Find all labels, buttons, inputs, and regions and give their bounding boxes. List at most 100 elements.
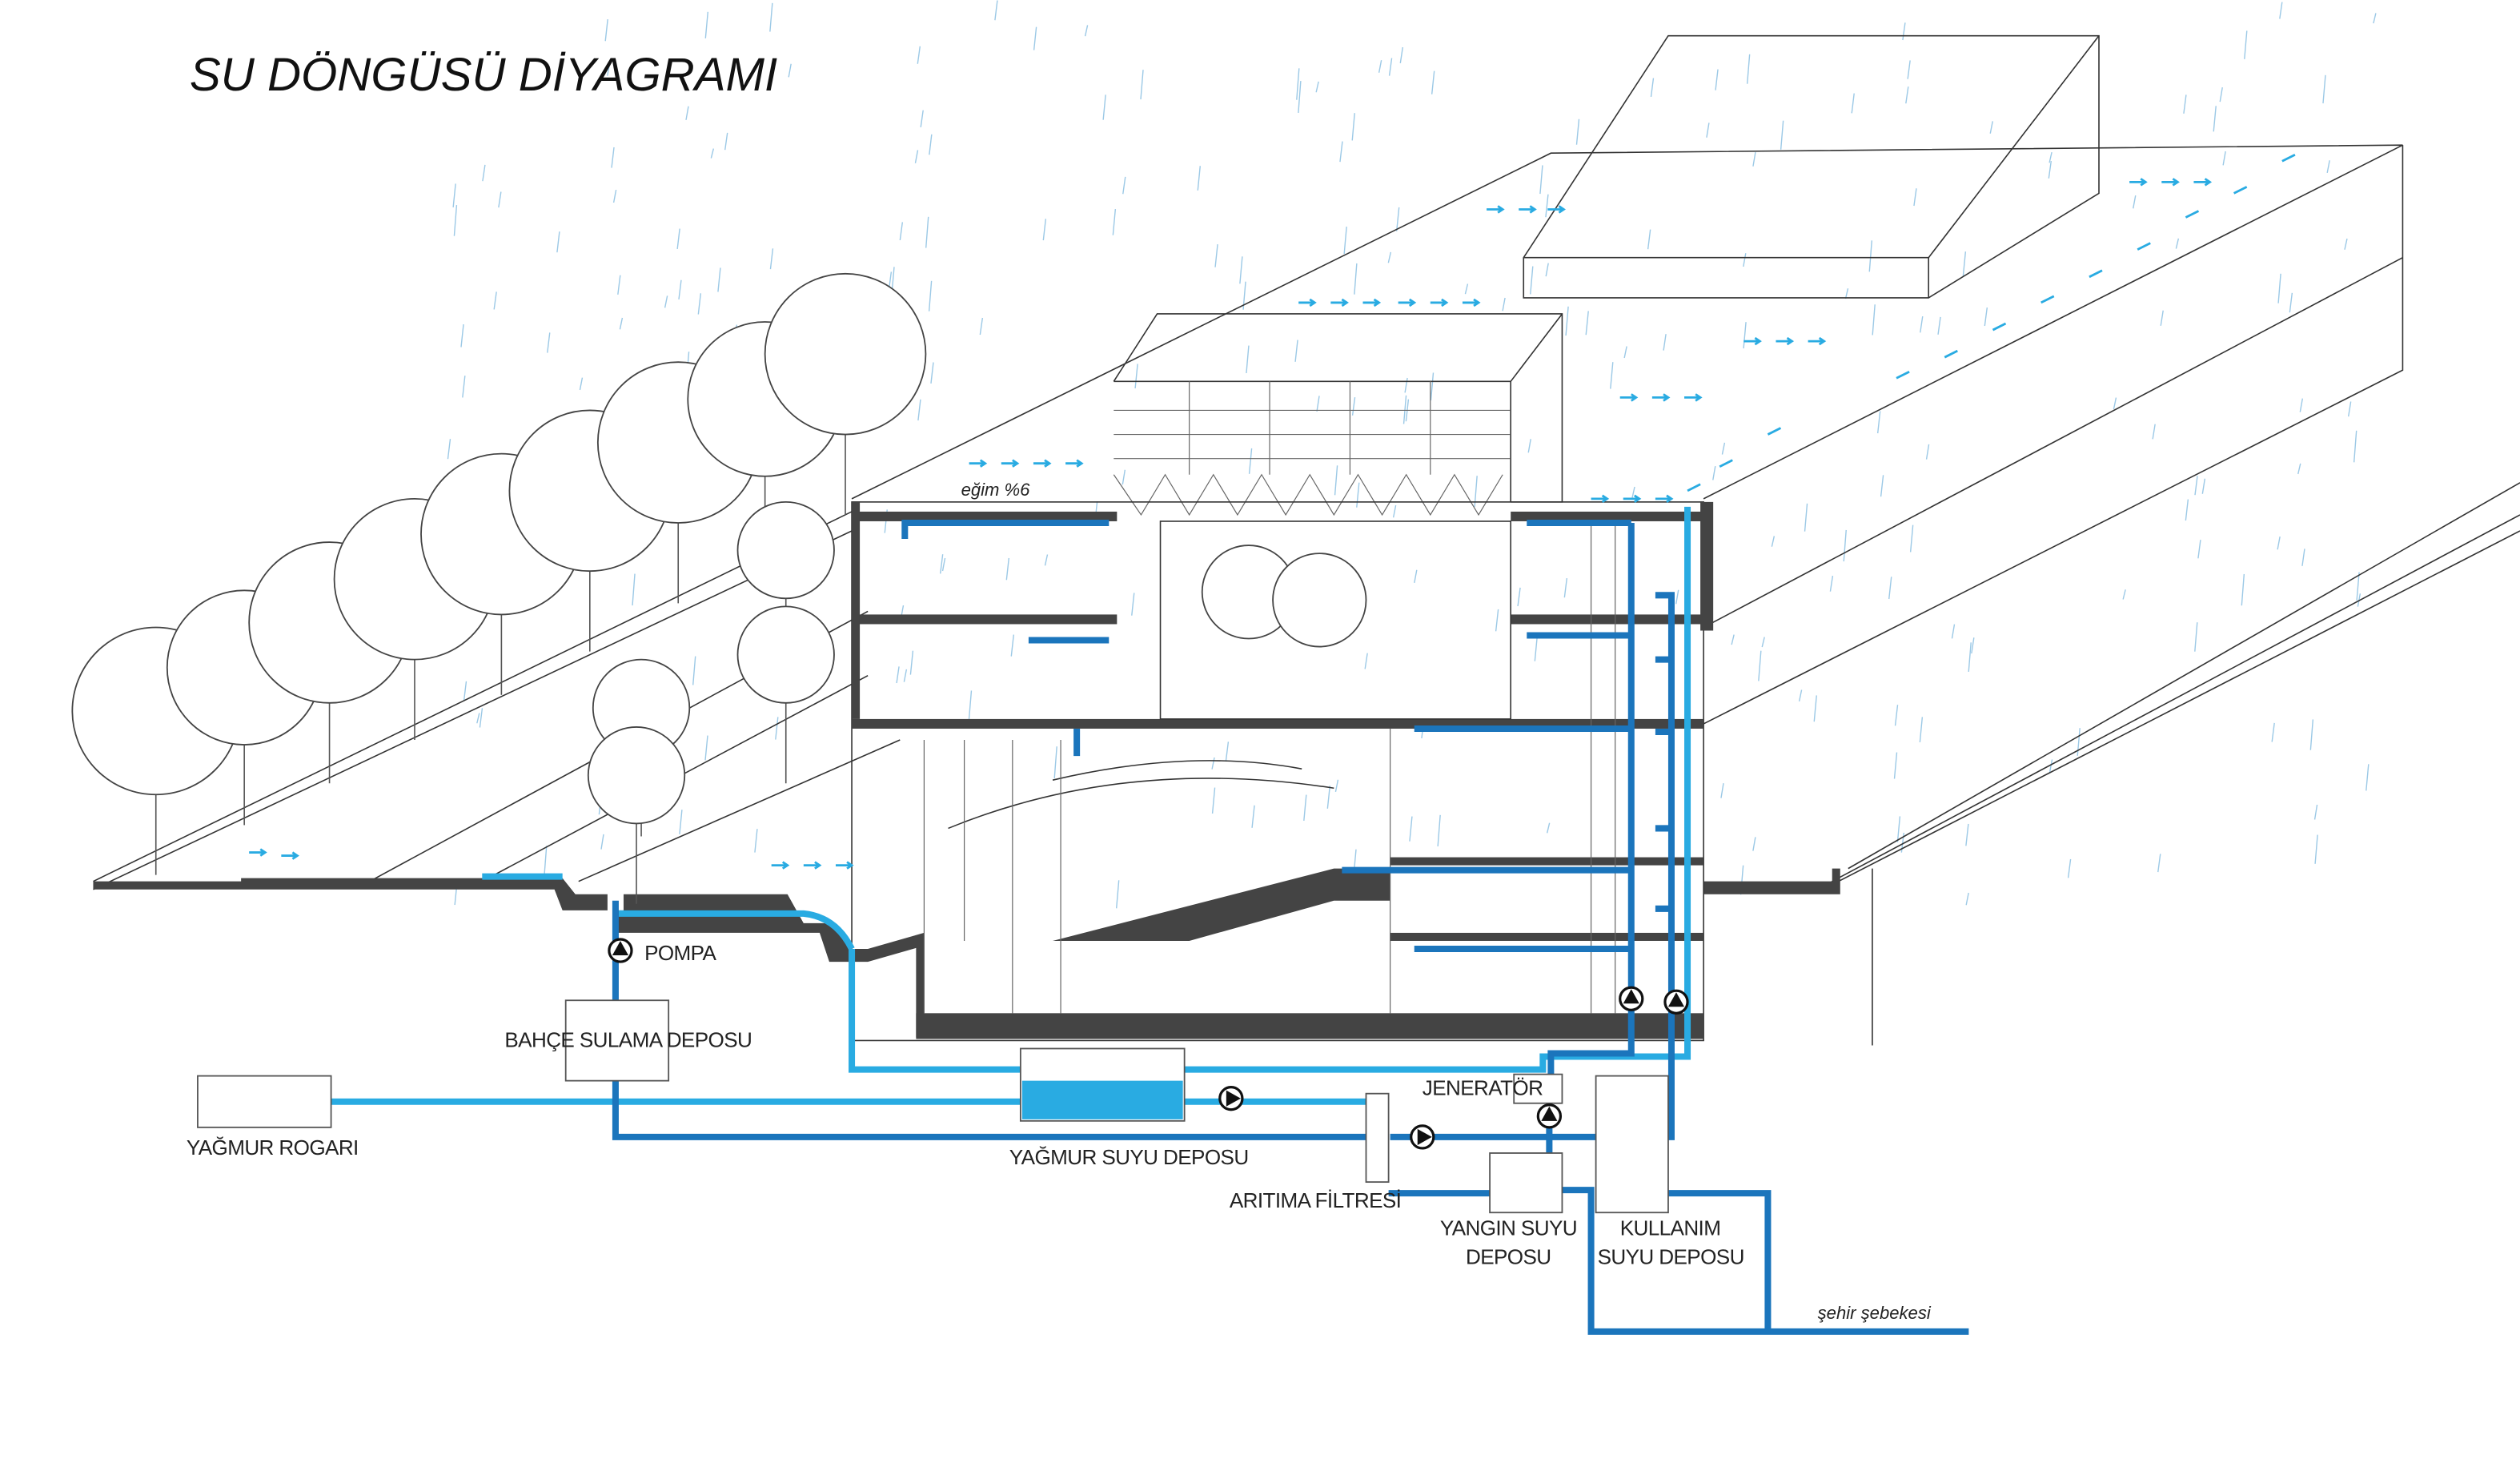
rain-drop [607,62,611,76]
flow-arrow-icon [1519,205,1537,214]
rain-drop [1354,263,1358,295]
flow-arrow-icon [1719,459,1733,468]
pump-label: POMPA [644,941,716,965]
garden-tank-box [564,999,670,1082]
rain-drop [1214,243,1218,267]
pump-arrow [1541,1106,1558,1121]
diagram-title: SU DÖNGÜSÜ DİYAGRAMI [190,49,777,101]
rain-drop [1804,503,1808,532]
rain-drop [482,164,486,182]
rain-drop [1563,577,1568,598]
rain-drop [704,11,709,38]
rain-drop [896,666,900,684]
rain-drop [1894,705,1899,726]
rain-drop [1303,794,1307,821]
rain-drop [1631,486,1635,498]
flow-arrow-icon [1430,298,1449,307]
generator-box [1513,1073,1563,1104]
rain-drop [1246,345,1250,373]
rain-drop [1545,194,1549,218]
flow-arrow-icon [2193,178,2213,187]
rain-drop [929,134,933,155]
rain-drop [968,690,973,720]
rain-drop [2048,160,2053,179]
rain-drop [1937,316,1941,335]
rain-drop [1813,695,1817,722]
rain-drop [462,376,466,398]
rain-drop [1565,306,1569,336]
rain-drop [1610,362,1614,389]
rain-drop [1112,208,1117,235]
rain-drop [1896,816,1901,842]
rain-drop [1326,786,1331,809]
rain-drop [1965,823,1969,846]
rain-drop [2313,804,2318,820]
rain-manhole-label: YAĞMUR ROGARI [187,1135,359,1160]
rain-drop [1913,188,1917,207]
flow-arrow-icon [1298,298,1317,307]
rain-drop [2113,397,2117,410]
slope-label: eğim %6 [961,480,1031,500]
rain-drop [1399,46,1404,64]
rain-drop [1752,151,1756,167]
rain-drop [769,248,774,270]
rain-drop [1033,26,1037,50]
rain-drop [1296,68,1300,100]
flow-arrow-icon [1944,349,1958,359]
rain-drop [1316,396,1320,412]
rain-drop [2326,160,2330,173]
rain-drop [2067,858,2072,878]
rain-drop [1115,880,1120,909]
rain-drop [1197,166,1201,191]
rain-drop [754,829,758,853]
tree-icon [736,500,835,600]
filter-label: ARITIMA FİLTRESİ [1230,1188,1401,1212]
rain-drop [452,183,456,208]
rain-drop [1743,253,1747,267]
rain-drop [1409,816,1413,842]
flow-arrow-icon [1687,483,1701,492]
rain-drop [928,280,933,311]
rain-drop [1430,372,1435,401]
city-network-label: şehir şebekesi [1818,1303,1932,1323]
rain-drop [2314,834,2318,864]
rain-drop [1351,113,1355,141]
rain-drop [917,399,921,421]
rain-drop [1534,636,1539,661]
flow-arrow-icon [2089,269,2103,279]
rain-drop [1122,176,1126,195]
rain-drop [1623,346,1627,359]
rain-drop [1404,377,1408,393]
rain-drop [2133,195,2137,209]
rain-drop [544,846,548,878]
flow-arrow-icon [1033,459,1052,468]
light-blue-pipes [329,506,1691,1105]
rain-drop [1893,752,1898,779]
rain-drop [2277,273,2281,303]
rain-drop [1225,742,1230,762]
rain-drop [1965,892,1969,906]
rain-drop [1902,22,1906,41]
rain-drop [678,279,682,299]
tree-icon [736,605,835,704]
rain-drop [463,681,467,701]
rain-drop [1414,569,1418,584]
rain-drop [2301,549,2305,566]
flow-arrow-icon [249,848,267,857]
rain-drop [1675,589,1679,605]
rain-drop [2197,540,2201,559]
rain-drop [1464,283,1469,295]
rain-drop [1872,304,1876,336]
rain-drop [1364,653,1368,669]
rain-drop [679,810,683,834]
rain-drop [2271,722,2275,742]
flow-arrow-icon [2040,295,2055,304]
rain-drop [1743,322,1747,349]
flow-arrow-icon [771,861,790,870]
rain-drop [1251,805,1255,828]
rain-drop [1294,340,1298,362]
flow-arrow-icon [2137,242,2151,251]
rain-drop [717,267,721,292]
usage-tank-label-2: SUYU DEPOSU [1598,1245,1744,1269]
garden-tank-label: BAHÇE SULAMA DEPOSU [504,1027,752,1051]
